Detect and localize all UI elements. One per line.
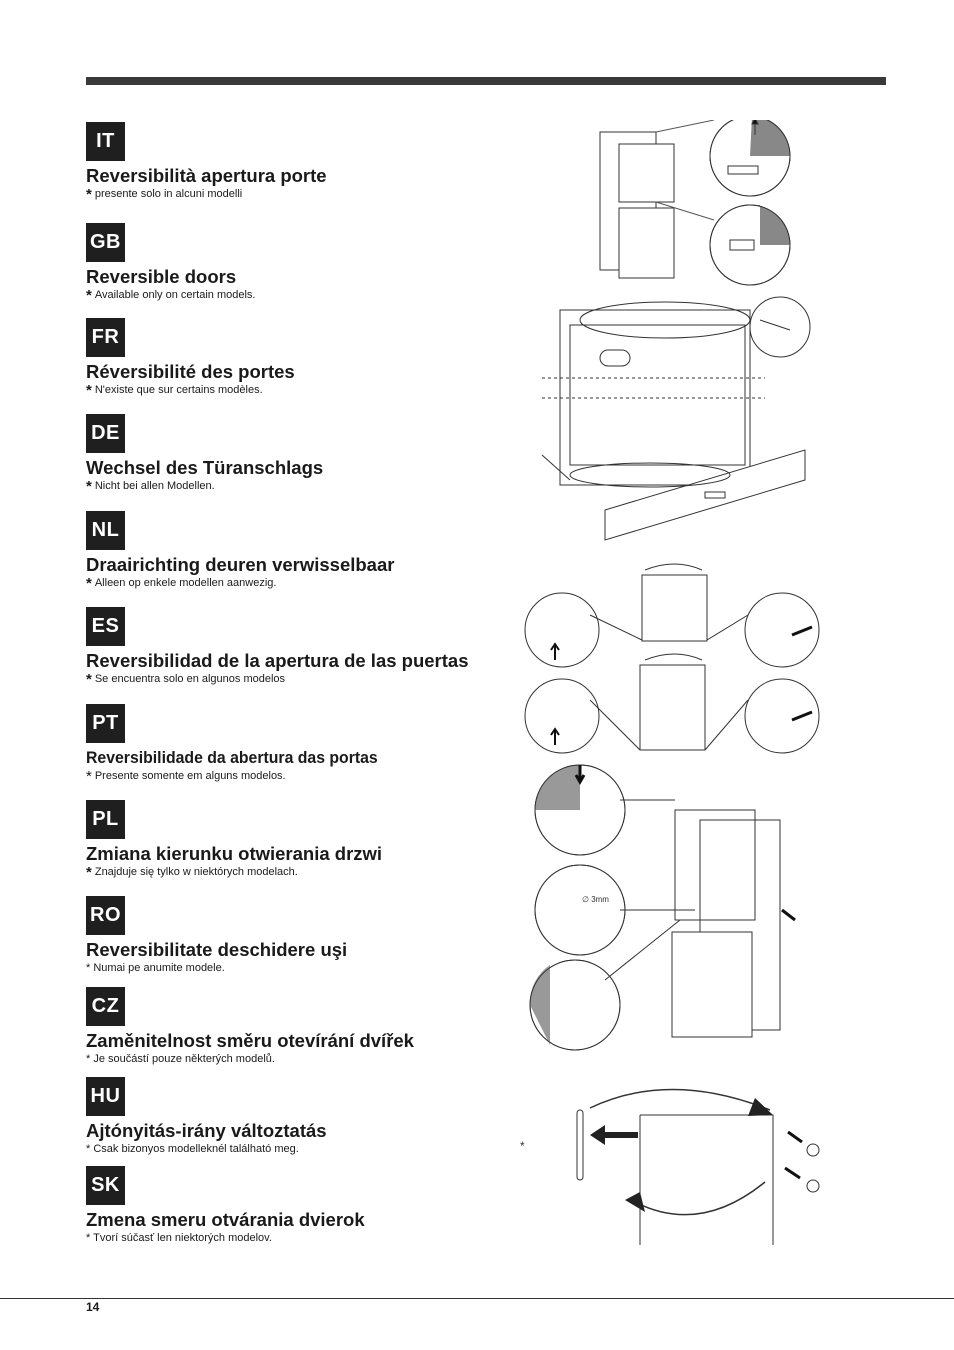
- section-note: *Available only on certain models.: [86, 287, 256, 304]
- section-title: Ajtónyitás-irány változtatás: [86, 1120, 327, 1141]
- section-title: Reversibilidad de la apertura de las pue…: [86, 650, 469, 671]
- footer-rule: [0, 1298, 954, 1299]
- section-note: *Alleen op enkele modellen aanwezig.: [86, 575, 277, 592]
- section-cz: CZ Zaměnitelnost směru otevírání dvířek …: [86, 987, 526, 1066]
- section-gb: GB Reversible doors *Available only on c…: [86, 223, 526, 304]
- section-note: *Nicht bei allen Modellen.: [86, 478, 215, 495]
- section-title: Reversibilitate deschidere uşi: [86, 939, 348, 960]
- section-it: IT Reversibilità apertura porte *present…: [86, 122, 526, 203]
- asterisk: *: [86, 671, 92, 688]
- language-badge: ES: [86, 607, 125, 646]
- asterisk: *: [86, 382, 92, 399]
- section-title: Reversible doors: [86, 266, 237, 287]
- section-de: DE Wechsel des Türanschlags *Nicht bei a…: [86, 414, 526, 495]
- handle-swap-diagram: *: [520, 1088, 820, 1245]
- section-hu: HU Ajtónyitás-irány változtatás * Csak b…: [86, 1077, 526, 1156]
- language-badge: DE: [86, 414, 125, 453]
- asterisk: *: [86, 768, 92, 785]
- asterisk: *: [86, 575, 92, 592]
- language-badge: RO: [86, 896, 125, 935]
- fridge-front-diagram: [599, 120, 811, 358]
- section-note: *Presente somente em alguns modelos.: [86, 768, 286, 785]
- language-badge: HU: [86, 1077, 125, 1116]
- section-es: ES Reversibilidad de la apertura de las …: [86, 607, 526, 688]
- section-title: Zmena smeru otvárania dvierok: [86, 1209, 365, 1230]
- language-badge: CZ: [86, 987, 125, 1026]
- illustration-canvas: ∅ 3mm *: [520, 120, 820, 1245]
- section-pt: PT Reversibilidade da abertura das porta…: [86, 704, 526, 785]
- door-hinge-swap-diagram: [524, 563, 820, 754]
- section-title: Zmiana kierunku otwierania drzwi: [86, 843, 383, 864]
- language-badge: SK: [86, 1166, 125, 1205]
- section-title: Wechsel des Türanschlags: [86, 457, 324, 478]
- section-note: * Je součástí pouze některých modelů.: [86, 1053, 275, 1065]
- header-rule: [86, 77, 886, 85]
- section-title: Zaměnitelnost směru otevírání dvířek: [86, 1030, 414, 1051]
- asterisk: *: [86, 186, 92, 203]
- section-note: *Se encuentra solo en algunos modelos: [86, 671, 286, 688]
- section-note: *N'existe que sur certains modèles.: [86, 382, 263, 399]
- section-note: * Numai pe anumite modele.: [86, 962, 225, 974]
- section-note: * Csak bizonyos modelleknél található me…: [86, 1143, 299, 1155]
- section-note: *Znajduje się tylko w niektórych modelac…: [86, 864, 298, 881]
- language-badge: FR: [86, 318, 125, 357]
- asterisk: *: [86, 287, 92, 304]
- asterisk: *: [86, 478, 92, 495]
- language-badge: PL: [86, 800, 125, 839]
- section-title: Réversibilité des portes: [86, 361, 295, 382]
- section-title: Draairichting deuren verwisselbaar: [86, 554, 395, 575]
- language-badge: PT: [86, 704, 125, 743]
- language-badge: NL: [86, 511, 125, 550]
- language-badge: IT: [86, 122, 125, 161]
- section-nl: NL Draairichting deuren verwisselbaar *A…: [86, 511, 526, 592]
- handle-asterisk: *: [520, 1139, 525, 1153]
- language-badge: GB: [86, 223, 125, 262]
- section-title: Reversibilidade da abertura das portas: [86, 748, 378, 767]
- page-number: 14: [86, 1300, 100, 1314]
- door-reversal-illustrations: ∅ 3mm *: [520, 120, 850, 1260]
- section-title: Reversibilità apertura porte: [86, 165, 327, 186]
- section-pl: PL Zmiana kierunku otwierania drzwi *Zna…: [86, 800, 526, 881]
- asterisk: *: [86, 864, 92, 881]
- section-fr: FR Réversibilité des portes *N'existe qu…: [86, 318, 526, 399]
- section-sk: SK Zmena smeru otvárania dvierok * Tvorí…: [86, 1166, 526, 1245]
- door-refit-diagram: ∅ 3mm: [529, 764, 796, 1051]
- section-note: *presente solo in alcuni modelli: [86, 186, 243, 203]
- drill-size-label: ∅ 3mm: [582, 895, 609, 904]
- section-note: * Tvorí súčasť len niektorých modelov.: [86, 1232, 272, 1244]
- fridge-interior-diagram: [541, 301, 806, 541]
- section-ro: RO Reversibilitate deschidere uşi * Numa…: [86, 896, 526, 975]
